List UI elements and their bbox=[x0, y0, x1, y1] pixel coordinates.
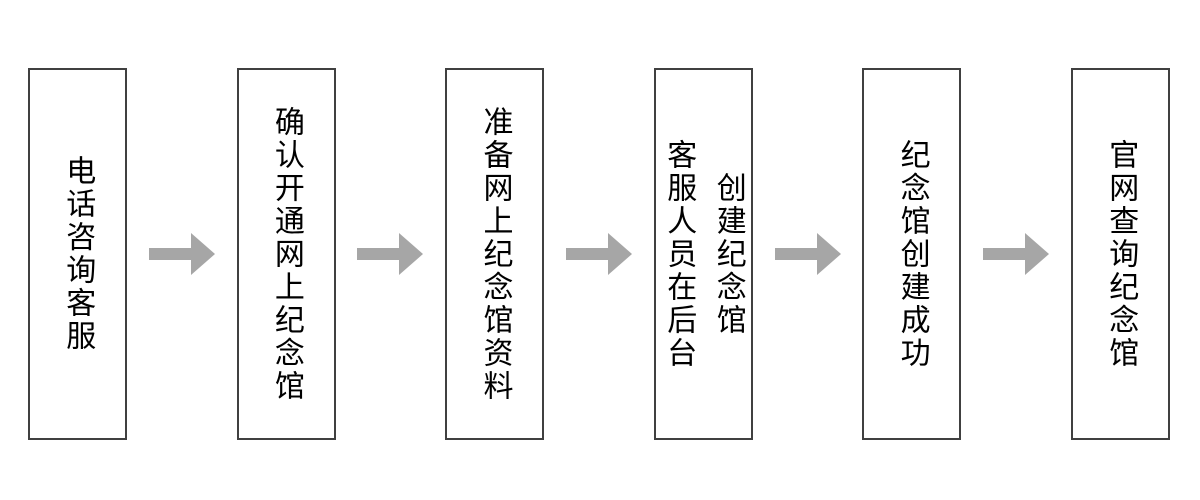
flow-connector bbox=[961, 68, 1071, 440]
flow-step-3: 准备网上纪念馆资料 bbox=[445, 68, 545, 440]
flow-connector bbox=[544, 68, 654, 440]
flow-step-4: 客服人员在后台 创建纪念馆 bbox=[653, 68, 753, 440]
flow-step-6: 官网查询纪念馆 bbox=[1070, 68, 1170, 440]
flow-step-5: 纪念馆创建成功 bbox=[862, 68, 962, 440]
arrow-right-icon bbox=[565, 232, 632, 276]
arrow-right-icon bbox=[148, 232, 215, 276]
flow-step-label: 官网查询纪念馆 bbox=[1104, 138, 1138, 370]
flow-step-label: 纪念馆创建成功 bbox=[895, 138, 929, 370]
flow-connector bbox=[336, 68, 446, 440]
flow-step-label: 准备网上纪念馆资料 bbox=[478, 105, 512, 403]
arrow-right-icon bbox=[357, 232, 424, 276]
arrow-right-icon bbox=[983, 232, 1050, 276]
flow-connector bbox=[753, 68, 863, 440]
flow-step-1: 电话咨询客服 bbox=[28, 68, 127, 440]
flow-step-label: 客服人员在后台 创建纪念馆 bbox=[662, 138, 745, 370]
flow-connector bbox=[127, 68, 237, 440]
arrow-right-icon bbox=[774, 232, 841, 276]
flow-step-2: 确认开通网上纪念馆 bbox=[236, 68, 336, 440]
flow-step-label: 电话咨询客服 bbox=[61, 155, 95, 353]
flow-step-label: 确认开通网上纪念馆 bbox=[269, 105, 303, 403]
